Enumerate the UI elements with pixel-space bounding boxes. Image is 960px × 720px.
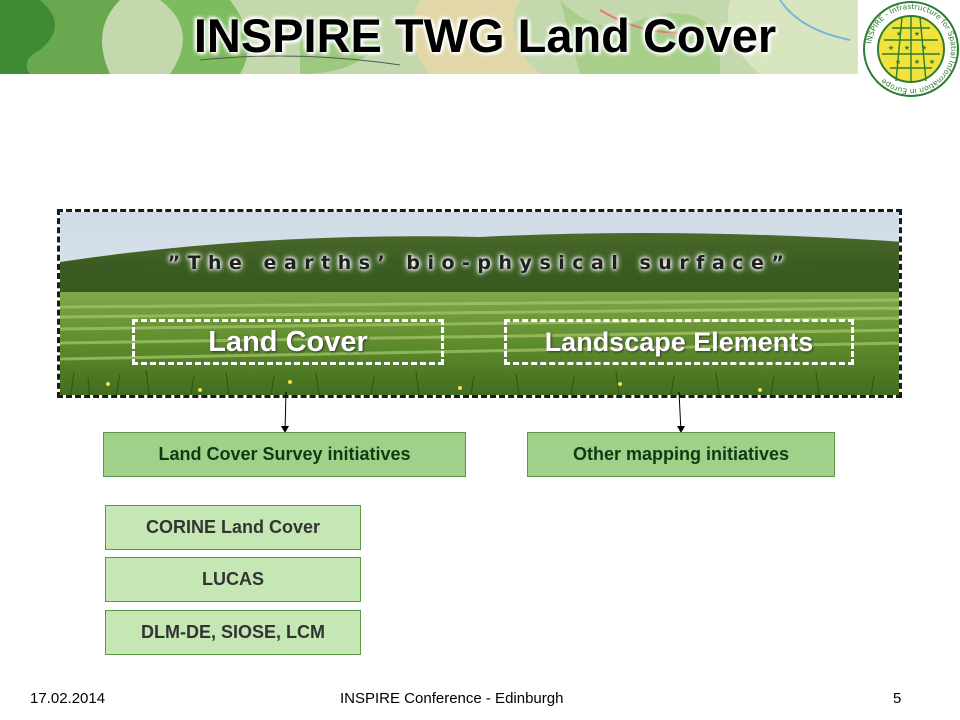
landscape-panel: ”The earths’ bio-physical surface” Land … [57,209,902,398]
slide-title: INSPIRE TWG Land Cover [193,9,777,62]
footer-page-number: 5 [893,690,902,707]
survey-item-corine: CORINE Land Cover [105,505,361,550]
definition-quote: ”The earths’ bio-physical surface” [167,252,792,274]
survey-item-lucas: LUCAS [105,557,361,602]
header-banner: INSPIRE TWG Land Cover [0,0,858,74]
land-cover-survey-box: Land Cover Survey initiatives [103,432,466,477]
svg-text:★: ★ [921,44,927,52]
landscape-elements-box: Landscape Elements [504,319,854,365]
map-background-image [0,0,858,74]
survey-item-dlm: DLM-DE, SIOSE, LCM [105,610,361,655]
svg-text:★: ★ [888,44,894,52]
svg-text:★: ★ [914,58,920,66]
svg-text:★: ★ [895,58,901,66]
svg-text:★: ★ [896,30,902,38]
land-cover-box: Land Cover [132,319,444,365]
arrow-land-cover [284,391,287,433]
svg-text:★: ★ [914,30,920,38]
svg-text:★: ★ [904,44,910,52]
other-mapping-box: Other mapping initiatives [527,432,835,477]
svg-text:★: ★ [929,58,935,66]
footer-event: INSPIRE Conference - Edinburgh [340,690,564,707]
footer-date: 17.02.2014 [30,690,106,707]
arrow-landscape-elements [678,391,682,433]
inspire-logo: ★★ ★★★ ★★★ INSPIRE - Infrastructure for … [863,1,959,97]
